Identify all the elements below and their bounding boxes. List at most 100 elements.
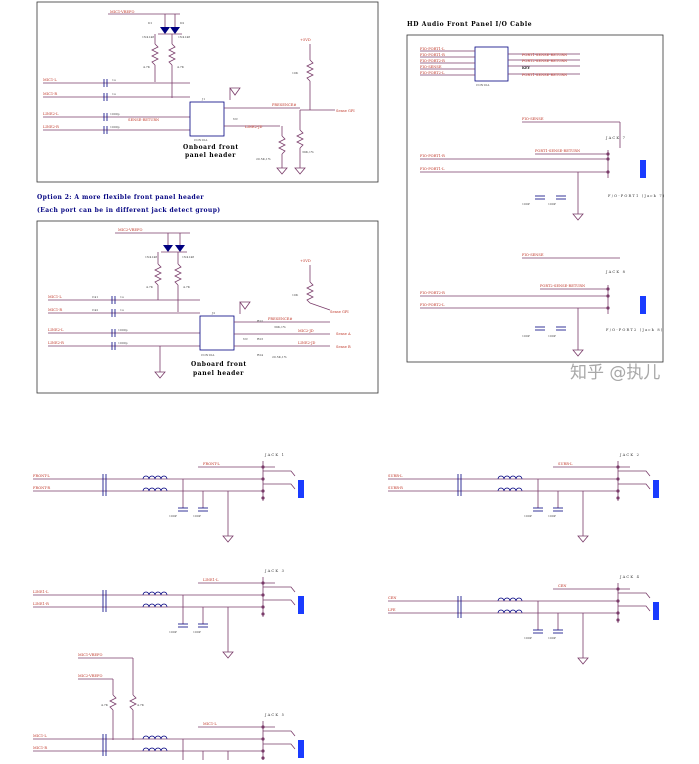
net-line2-jd-2: LINE2-JD (298, 341, 316, 345)
ground-symbol (294, 167, 306, 175)
net-jack-in: CEN (388, 596, 397, 600)
label-cap-1u: 1u (120, 295, 124, 299)
panel-option2-frame (36, 220, 379, 394)
panel-hd-audio: CON10A FIO-PORT1-L FIO-PORT1-R FIO-PORT2… (406, 34, 665, 363)
inductor (142, 591, 168, 596)
net-jack-in: FRONT-R (33, 486, 50, 490)
jack-plug (298, 740, 304, 758)
label-cap-1000p: 1000p (110, 125, 120, 129)
jack7-plug (640, 160, 646, 178)
jack-contact (263, 470, 296, 477)
jack-pin (261, 489, 265, 493)
resistor (129, 694, 137, 711)
net-jack-out: CEN (558, 584, 567, 588)
jack-contact (618, 470, 651, 477)
jack8-label: JACK 8 (605, 270, 626, 274)
resistor-r-20k (278, 135, 286, 155)
header-cable-j (474, 46, 509, 82)
net-mic1-vrefo-low: MIC1-VREFO (78, 653, 103, 657)
ground-symbol (572, 213, 584, 221)
net-line2-jd: LINE2-JD (245, 125, 263, 129)
ground-symbol (276, 167, 288, 175)
resistor-value: 4.7K (101, 703, 109, 707)
port2-label: F/O-PORT2 (Jack 8) (606, 328, 663, 332)
label-d2: D2 (180, 21, 184, 25)
net-line2-l-2: LINE2-L (48, 328, 64, 332)
label-r-39k-2: 39K,1% (274, 325, 286, 329)
option2-note: (Each port can be in different jack dete… (37, 207, 221, 214)
ground-symbol (154, 371, 166, 379)
jack-pin (261, 737, 265, 741)
resistor-r4 (174, 263, 182, 286)
net-mic2-vrefo-low: MIC2-VREFO (78, 674, 103, 678)
cap-label: 100P (524, 514, 532, 518)
cap-label: 100P (193, 514, 201, 518)
net-mic2-jd: MIC2-JD (298, 329, 314, 333)
net-jack-in: MIC1-R (33, 746, 47, 750)
jack-contact (263, 483, 296, 490)
cap-label: 100P (548, 636, 556, 640)
net-jack-in: SURR-L (388, 474, 403, 478)
net-sense-a: Sense A (336, 332, 351, 336)
net-sense-b: Sense B (336, 345, 351, 349)
net-fio-port1-r-7: FIO-PORT1-R (420, 154, 445, 158)
net-jack-out: SURR-L (558, 462, 573, 466)
panel-option1-frame (36, 1, 379, 183)
diode-d2 (170, 27, 180, 34)
ground-symbol (577, 535, 589, 543)
net-port1-sense-return: PORT1-SENSE-RETURN (522, 53, 567, 57)
label-cap-1000p: 1000p (118, 328, 128, 332)
jack-pin (261, 496, 265, 500)
net-port2-sense-return: PORT2-SENSE-RETURN (522, 59, 567, 63)
label-j1: J1 (201, 97, 205, 101)
resistor-r2 (168, 43, 176, 66)
net-fio-port2-l-8: FIO-PORT2-L (420, 303, 445, 307)
jack-pin (261, 756, 265, 760)
label-r23: R23 (257, 337, 263, 341)
jack-pin (261, 477, 265, 481)
caps-option2 (111, 296, 116, 350)
net-jack-in: LINE1-L (33, 590, 49, 594)
net-sense-return: SENSE-RETURN (128, 118, 159, 122)
resistor (109, 694, 117, 711)
cap-label: 100P (169, 630, 177, 634)
port1-label: F/O-PORT1 (Jack 7) (608, 194, 665, 198)
jack-pin (616, 611, 620, 615)
header2-caption-1: Onboard front (191, 361, 247, 368)
net-jack-in: LINE1-R (33, 602, 49, 606)
jack-contact (618, 605, 651, 612)
jack-pin (261, 605, 265, 609)
net-fio-sense-8: FIO-SENSE (522, 253, 544, 257)
ground-symbol (577, 657, 589, 665)
jack-pin (261, 749, 265, 753)
jack-contact (263, 743, 296, 750)
label-r24: R24 (257, 353, 263, 357)
inductor (142, 603, 168, 608)
inductor (142, 487, 168, 492)
jack-pin (261, 612, 265, 616)
resistor-r1 (151, 43, 159, 66)
header-j1 (189, 101, 225, 137)
resistor-pullup (306, 59, 314, 82)
jack-contact (263, 586, 296, 593)
net-sense-gpi-2: Sense GPI (330, 310, 349, 314)
cap-label: 100P (169, 514, 177, 518)
label-cap-1000p: 1000p (118, 341, 128, 345)
label-cap-1u: 1u (112, 78, 116, 82)
jack-pin (606, 287, 610, 291)
jack-pin (606, 170, 610, 174)
jack-pin (616, 587, 620, 591)
net-fio-sense: FIO-SENSE (420, 65, 442, 69)
net-mic1-r: MIC1-R (43, 92, 57, 96)
label-d1: D1 (148, 21, 152, 25)
jack-pin (261, 581, 265, 585)
net-fio-port2-l: FIO-PORT2-L (420, 71, 445, 75)
jack-plug (298, 480, 304, 498)
jack-label: JACK 2 (619, 453, 640, 457)
panel-option2: MIC2-VREFO 1N4148 1N4148 4.7K 4.7K MIC1-… (36, 220, 379, 394)
net-fio-port1-r: FIO-PORT1-R (420, 53, 445, 57)
option2-title: Option 2: A more flexible front panel he… (37, 194, 204, 201)
label-cap-1u: 1u (120, 308, 124, 312)
